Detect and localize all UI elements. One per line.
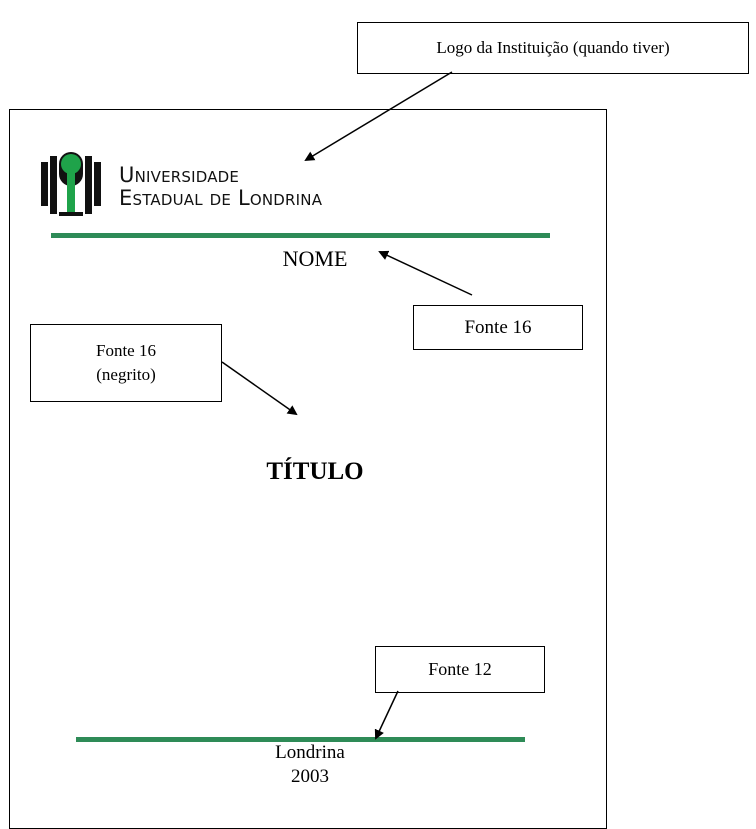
city-font-callout-box: Fonte 12: [375, 646, 545, 693]
year: 2003: [291, 766, 329, 787]
city-year-block: Londrina 2003: [230, 741, 390, 789]
institution-line-2: Estadual de Londrina: [119, 186, 323, 210]
institution-name: Universidade Estadual de Londrina: [119, 164, 322, 210]
title-font-callout-line-1: Fonte 16: [96, 341, 156, 360]
logo-callout-box: Logo da Instituição (quando tiver): [357, 22, 749, 74]
top-green-rule: [51, 233, 550, 238]
title-font-callout-line-2: (negrito): [96, 365, 156, 384]
institution-logo: Universidade Estadual de Londrina: [39, 150, 339, 220]
name-font-callout-box: Fonte 16: [413, 305, 583, 350]
bottom-green-rule: [76, 737, 525, 742]
author-name: NOME: [282, 246, 348, 271]
institution-line-1: Universidade: [119, 163, 240, 187]
title-font-callout-box: Fonte 16 (negrito): [30, 324, 222, 402]
city: Londrina: [275, 742, 345, 763]
uel-logo-icon: [41, 152, 101, 216]
cover-title: TÍTULO: [266, 458, 364, 485]
